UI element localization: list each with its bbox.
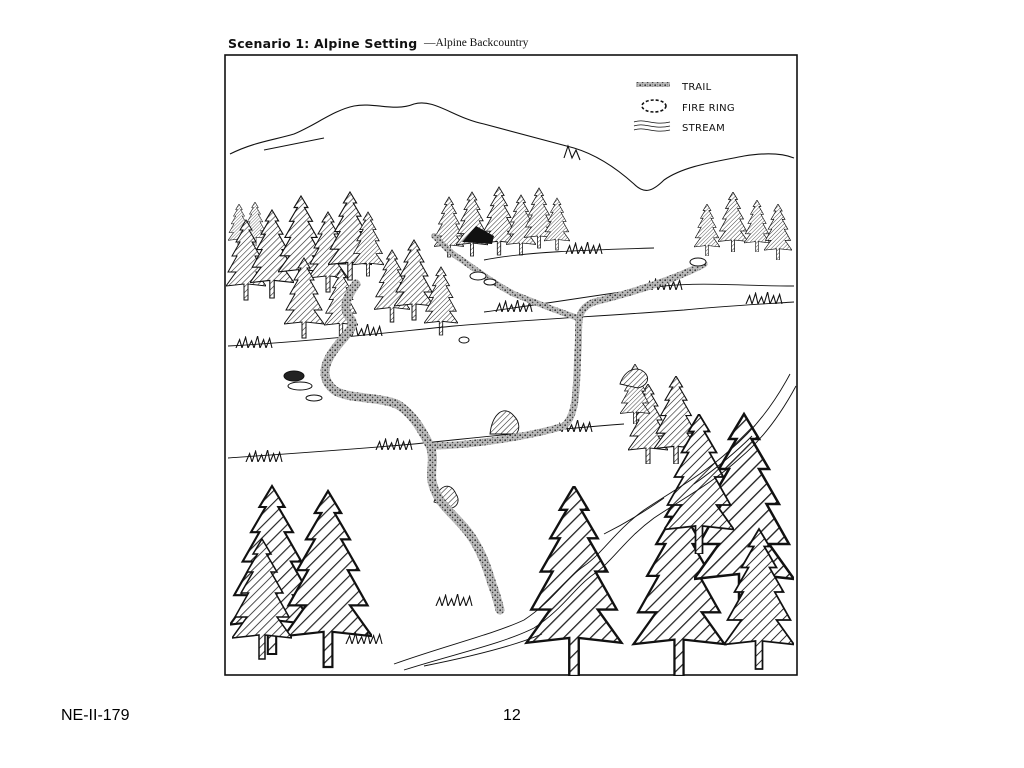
legend-trail-label: TRAIL	[681, 82, 712, 93]
legend-fire-ring: FIRE RING	[641, 99, 735, 114]
trail-branch-north	[431, 233, 581, 321]
figure-title: Scenario 1: Alpine Setting	[228, 36, 418, 51]
document-id: NE-II-179	[61, 707, 130, 724]
stream	[393, 373, 797, 671]
legend: TRAIL FIRE RING STREAM	[633, 82, 735, 134]
tent-icon	[462, 226, 494, 244]
trail-path	[320, 279, 505, 615]
trail-dots-icon	[636, 82, 670, 87]
campsite-rocks	[283, 257, 707, 402]
trail-branch-east	[426, 260, 708, 450]
alpine-backcountry-illustration: TRAIL FIRE RING STREAM	[224, 54, 798, 676]
fire-ring-icon	[641, 99, 667, 113]
mountain-ridge	[229, 102, 795, 191]
page-number: 12	[503, 707, 521, 724]
legend-stream-label: STREAM	[682, 123, 725, 134]
legend-trail: TRAIL	[636, 82, 712, 93]
legend-stream: STREAM	[633, 120, 725, 134]
legend-fire-ring-label: FIRE RING	[682, 103, 735, 114]
figure-subtitle: —Alpine Backcountry	[424, 37, 529, 49]
stream-lines-icon	[633, 120, 671, 132]
